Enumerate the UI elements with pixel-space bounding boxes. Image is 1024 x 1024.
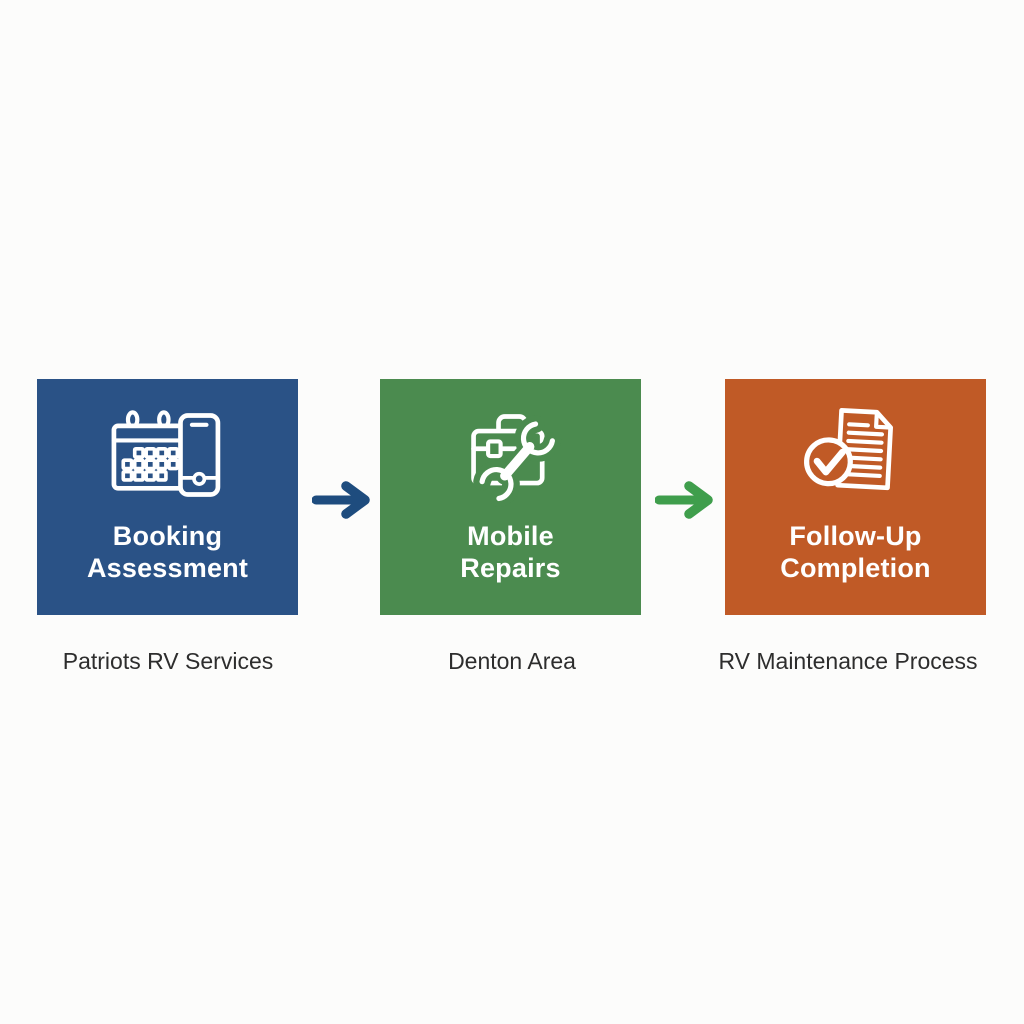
step-label: Booking Assessment [86, 521, 249, 583]
document-check-icon [803, 408, 893, 491]
toolbox-wrench-icon [470, 414, 561, 507]
process-step-mobile-repairs: Mobile Repairs [380, 379, 641, 615]
step-caption-denton-area: Denton Area [448, 648, 576, 674]
flow-arrow-right-icon [655, 481, 717, 519]
step-label: Mobile Repairs [460, 521, 561, 583]
flow-arrow-right-icon [312, 481, 374, 519]
process-step-booking-assessment: Booking Assessment [37, 379, 298, 615]
process-step-follow-up-completion: Follow-Up Completion [725, 379, 986, 615]
calendar-phone-icon [111, 410, 220, 497]
step-caption-rv-maintenance-process: RV Maintenance Process [718, 648, 978, 674]
step-label: Follow-Up Completion [780, 521, 931, 583]
step-caption-patriots-rv-services: Patriots RV Services [62, 648, 274, 674]
